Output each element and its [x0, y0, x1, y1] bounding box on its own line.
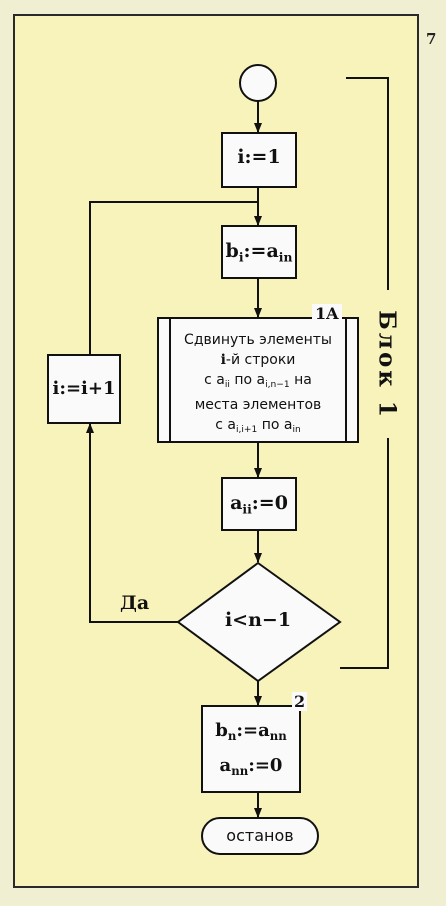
zero-box	[221, 477, 297, 531]
final-box	[201, 705, 301, 793]
shift-block-text: Сдвинуть элементы i-й строки с aii по ai…	[170, 330, 346, 440]
shift-line-1: Сдвинуть элементы	[184, 332, 332, 348]
start-circle	[239, 64, 277, 102]
final-line-2: ann:=0	[219, 755, 283, 779]
init-label: i:=1	[237, 146, 281, 168]
stop-terminal	[201, 817, 319, 855]
shift-line-3: с aii по ai,n−1 на	[204, 372, 312, 391]
block-1-text: Блок 1	[373, 310, 401, 420]
final-block-text: bn:=ann ann:=0	[202, 716, 300, 786]
increment-box	[47, 354, 121, 424]
increment-label: i:=i+1	[52, 378, 116, 399]
init-box	[221, 132, 297, 188]
final-block-number: 2	[292, 692, 308, 711]
final-line-1: bn:=ann	[215, 720, 287, 744]
yes-loop-arrow	[86, 423, 178, 623]
yes-label: Да	[120, 592, 150, 614]
shift-line-2: i-й строки	[220, 352, 296, 368]
shift-block-number: 1A	[312, 304, 342, 323]
block-1-label: Блок 1	[357, 300, 417, 430]
assign-b-label: bi:=ain	[225, 240, 293, 265]
zero-label: aii:=0	[230, 492, 288, 517]
shift-line-5: с ai,i+1 по ain	[215, 417, 301, 436]
stop-label: останов	[226, 826, 294, 845]
assign-b-box	[221, 225, 297, 279]
shift-line-4: места элементов	[194, 397, 322, 414]
decision-label: i<n−1	[224, 609, 292, 631]
page-number: 7	[426, 30, 437, 48]
